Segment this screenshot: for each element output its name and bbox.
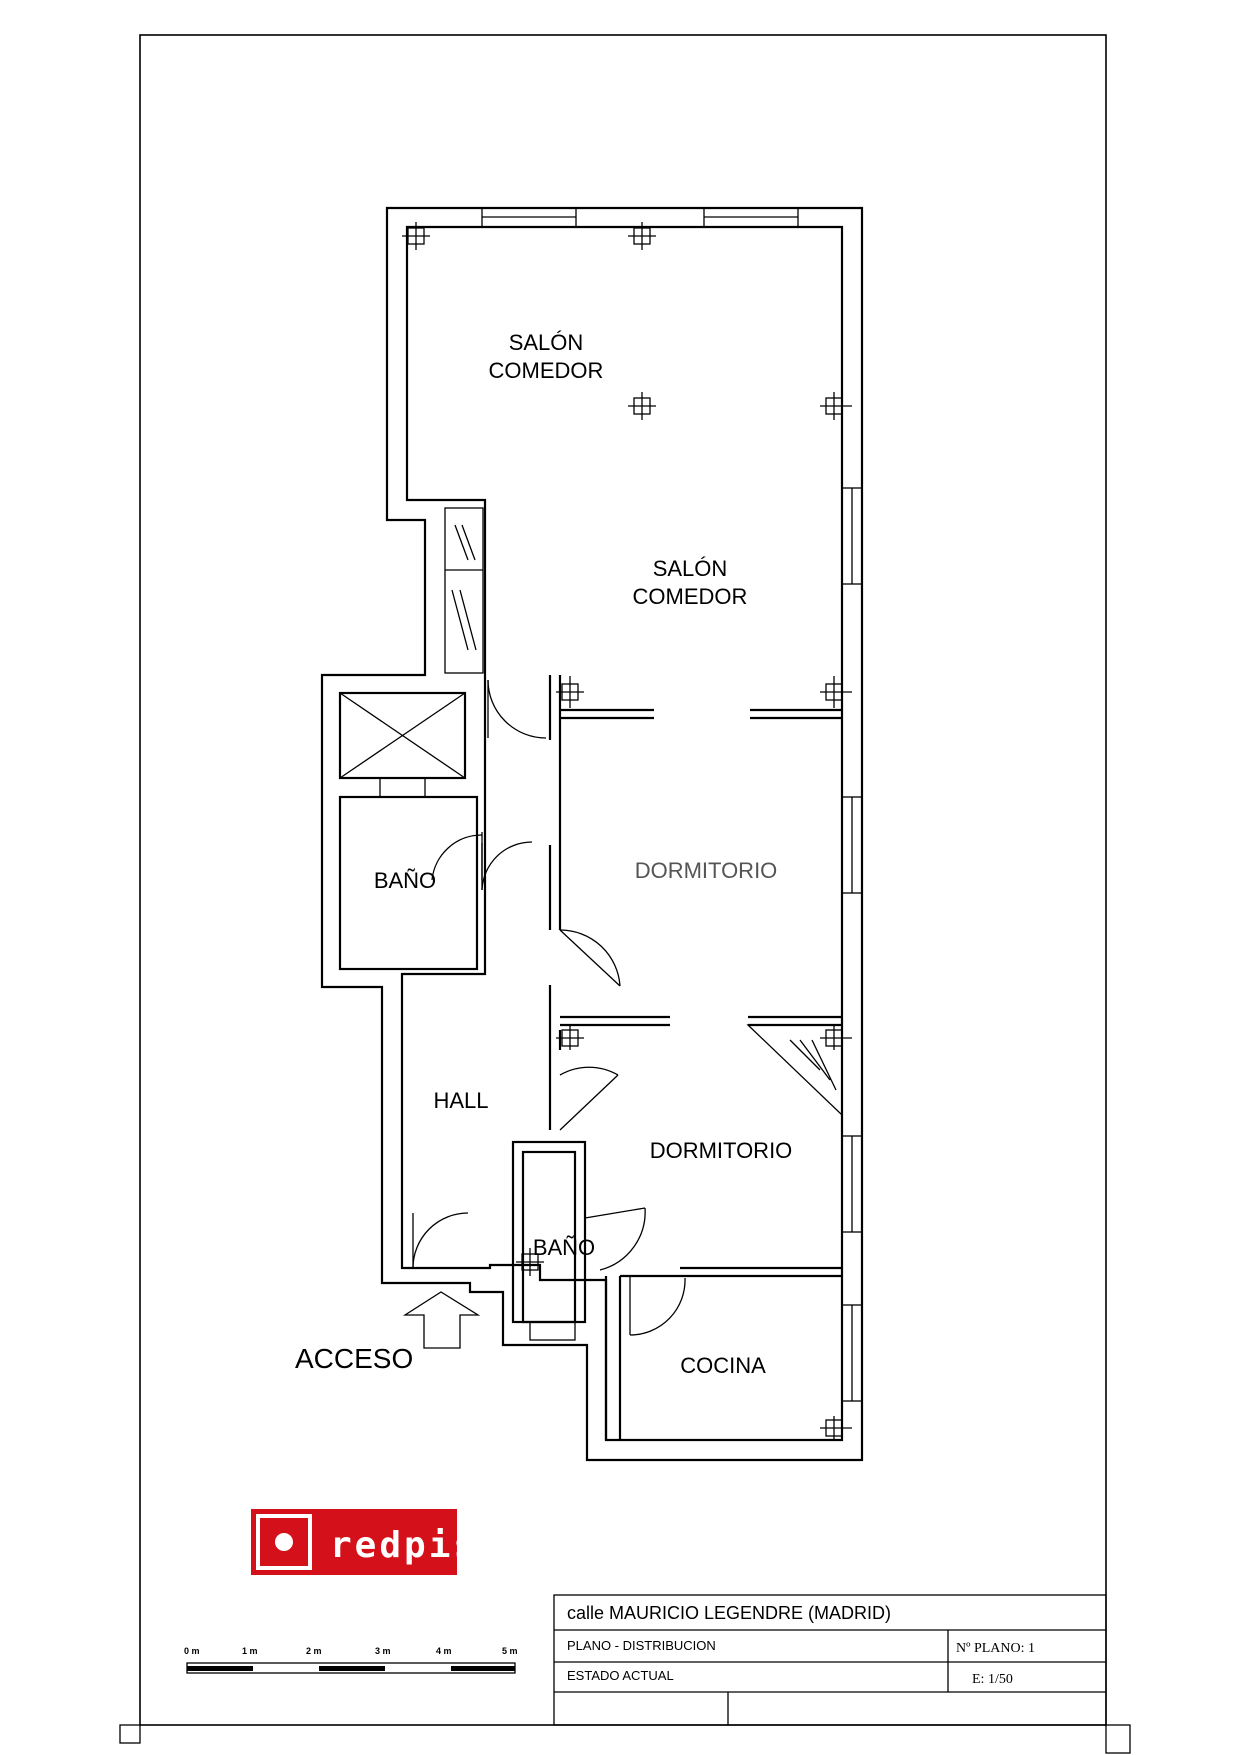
crosshair-icon [556, 1026, 584, 1050]
room-label-salon-comedor-1-line2: COMEDOR [489, 358, 604, 383]
room-label-bano-2: BAÑO [533, 1235, 595, 1260]
crosshair-icon [820, 392, 852, 420]
crosshair-icon [516, 1248, 544, 1276]
room-label-cocina: COCINA [680, 1353, 766, 1378]
windows [379, 207, 863, 1402]
title-block: calle MAURICIO LEGENDRE (MADRID) PLANO -… [553, 1594, 1107, 1726]
crosshair-icon [820, 1026, 852, 1050]
doors [412, 679, 686, 1336]
title-plan-number: Nº PLANO: 1 [956, 1641, 1035, 1656]
crosshair-icon [556, 676, 584, 708]
access-arrow-icon [402, 1291, 481, 1349]
crosshair-icon [402, 222, 430, 250]
scale-label-5: 5 m [502, 1646, 518, 1656]
scale-label-4: 4 m [436, 1646, 452, 1656]
redpiso-logo: redpiso [251, 1509, 503, 1575]
scale-label-1: 1 m [242, 1646, 258, 1656]
crosshair-icon [628, 392, 656, 420]
room-labels: SALÓN COMEDOR SALÓN COMEDOR DORMITORIO D… [374, 330, 792, 1378]
wardrobe [444, 507, 484, 674]
room-label-hall: HALL [433, 1088, 488, 1113]
room-label-salon-comedor-2-line1: SALÓN [653, 556, 728, 581]
title-scale: E: 1/50 [972, 1672, 1013, 1687]
fixture-symbols [402, 222, 852, 1440]
crosshair-icon [820, 1416, 852, 1440]
room-label-dormitorio-1: DORMITORIO [635, 858, 778, 883]
logo-text: redpiso [330, 1525, 503, 1566]
room-label-salon-comedor-1-line1: SALÓN [509, 330, 584, 355]
scale-bar: 0 m 1 m 2 m 3 m 4 m 5 m [184, 1646, 518, 1674]
room-label-dormitorio-2: DORMITORIO [650, 1138, 793, 1163]
room-label-bano-1: BAÑO [374, 868, 436, 893]
access-label: ACCESO [295, 1343, 413, 1374]
scale-label-2: 2 m [306, 1646, 322, 1656]
crosshair-icon [628, 222, 656, 250]
scale-label-3: 3 m [375, 1646, 391, 1656]
title-plan-type: PLANO - DISTRIBUCION [567, 1638, 716, 1653]
room-label-salon-comedor-2-line2: COMEDOR [633, 584, 748, 609]
title-address: calle MAURICIO LEGENDRE (MADRID) [567, 1603, 891, 1623]
scale-label-0: 0 m [184, 1646, 200, 1656]
shaft [339, 692, 466, 779]
crosshair-icon [820, 676, 852, 708]
title-status: ESTADO ACTUAL [567, 1668, 674, 1683]
walls [320, 206, 864, 1462]
sheet-frame [119, 34, 1131, 1754]
